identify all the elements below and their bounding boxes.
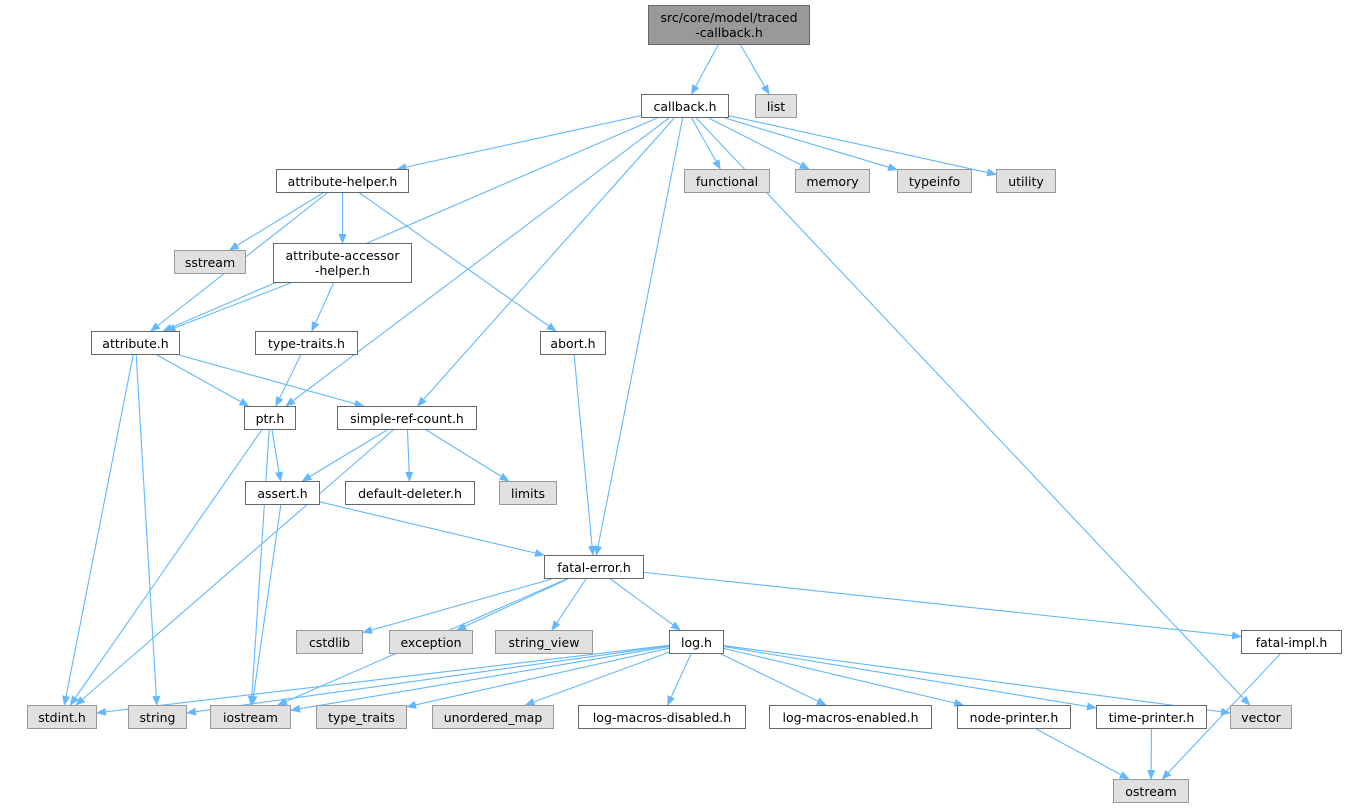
edge-node_printer-to-ostream xyxy=(1035,728,1130,780)
node-attribute[interactable]: attribute.h xyxy=(91,331,180,355)
edge-log-to-vector xyxy=(723,645,1231,716)
edge-attribute_helper-to-abort xyxy=(359,192,557,332)
edge-ptr-to-iostream xyxy=(247,429,270,706)
edge-fatal_error-to-fatal_impl xyxy=(643,571,1242,640)
edge-callback-to-vector xyxy=(695,117,1251,706)
node-log[interactable]: log.h xyxy=(669,630,724,654)
edge-callback-to-attribute_helper xyxy=(396,115,642,171)
node-ostream: ostream xyxy=(1113,779,1189,803)
node-vector: vector xyxy=(1230,705,1292,729)
edge-attribute_helper-to-sstream xyxy=(228,192,324,251)
edge-type_traits_h-to-ptr xyxy=(275,354,302,407)
edge-traced_callback-to-callback xyxy=(691,44,719,95)
node-iostream: iostream xyxy=(210,705,291,729)
node-sstream: sstream xyxy=(174,250,246,274)
node-type-traits-h[interactable]: type-traits.h xyxy=(255,331,358,355)
edge-fatal_error-to-string_view xyxy=(551,578,587,631)
edge-fatal_impl-to-ostream xyxy=(1161,653,1281,780)
node-default-deleter[interactable]: default-deleter.h xyxy=(345,481,475,505)
edge-attribute-to-stdint xyxy=(62,354,134,706)
edge-log-to-log_macros_enabled xyxy=(720,653,827,706)
edge-assert-to-fatal_error xyxy=(319,501,545,557)
edge-attribute-to-simple_ref_count xyxy=(178,354,365,408)
node-list: list xyxy=(755,94,797,118)
edge-assert-to-iostream xyxy=(249,504,282,706)
edge-log-to-string xyxy=(186,645,670,716)
edge-ptr-to-stdint xyxy=(69,429,263,706)
node-fatal-error[interactable]: fatal-error.h xyxy=(544,555,644,579)
edge-callback-to-fatal_error xyxy=(594,117,684,556)
edge-log-to-log_macros_disabled xyxy=(667,653,692,706)
node-limits: limits xyxy=(499,481,557,505)
edge-callback-to-utility xyxy=(728,115,997,177)
edge-attribute-to-ptr xyxy=(156,354,250,407)
edge-callback-to-typeinfo xyxy=(724,117,898,171)
edge-fatal_error-to-exception xyxy=(456,578,569,631)
node-utility: utility xyxy=(996,169,1056,193)
edge-log-to-iostream xyxy=(290,646,670,713)
edge-callback-to-simple_ref_count xyxy=(417,117,675,407)
node-simple-ref-count[interactable]: simple-ref-count.h xyxy=(337,406,477,430)
edge-callback-to-attribute xyxy=(162,117,658,332)
node-string-view: string_view xyxy=(495,630,593,654)
node-callback[interactable]: callback.h xyxy=(641,94,729,118)
node-log-macros-enabled[interactable]: log-macros-enabled.h xyxy=(769,705,932,729)
node-log-macros-disabled[interactable]: log-macros-disabled.h xyxy=(578,705,746,729)
edge-attribute_accessor_helper-to-type_traits_h xyxy=(311,282,335,332)
node-traced-callback: src/core/model/traced -callback.h xyxy=(648,5,810,45)
node-abort[interactable]: abort.h xyxy=(540,331,606,355)
edge-simple_ref_count-to-default_deleter xyxy=(405,429,414,482)
edge-callback-to-ptr xyxy=(285,117,670,407)
edge-fatal_error-to-cstdlib xyxy=(362,578,552,634)
edge-log-to-unordered_map xyxy=(524,651,670,706)
node-type-traits: type_traits xyxy=(316,705,407,729)
node-unordered-map: unordered_map xyxy=(432,705,554,729)
edge-traced_callback-to-list xyxy=(740,44,770,95)
node-attribute-helper[interactable]: attribute-helper.h xyxy=(276,169,409,193)
edge-log-to-stdint xyxy=(96,644,670,716)
node-node-printer[interactable]: node-printer.h xyxy=(957,705,1071,729)
node-exception: exception xyxy=(389,630,473,654)
node-cstdlib: cstdlib xyxy=(296,630,363,654)
node-memory: memory xyxy=(795,169,870,193)
edge-callback-to-memory xyxy=(708,117,810,170)
edge-simple_ref_count-to-limits xyxy=(426,429,510,482)
node-string: string xyxy=(128,705,187,729)
edge-log-to-time_printer xyxy=(723,645,1097,711)
edge-callback-to-functional xyxy=(691,117,721,170)
edge-attribute-to-string xyxy=(135,354,161,706)
edge-attribute_accessor_helper-to-attribute xyxy=(165,282,291,332)
node-typeinfo: typeinfo xyxy=(897,169,972,193)
edge-fatal_error-to-log xyxy=(610,578,681,631)
node-fatal-impl[interactable]: fatal-impl.h xyxy=(1241,630,1342,654)
edge-simple_ref_count-to-stdint xyxy=(75,429,394,706)
edge-simple_ref_count-to-assert xyxy=(301,429,388,482)
edge-abort-to-fatal_error xyxy=(573,354,597,556)
node-time-printer[interactable]: time-printer.h xyxy=(1096,705,1207,729)
edge-log-to-node_printer xyxy=(723,647,965,707)
edge-log-to-type_traits xyxy=(406,647,670,709)
node-assert[interactable]: assert.h xyxy=(245,481,320,505)
node-functional: functional xyxy=(684,169,770,193)
edge-ptr-to-assert xyxy=(271,429,283,482)
node-ptr[interactable]: ptr.h xyxy=(244,406,296,430)
node-stdint: stdint.h xyxy=(27,705,97,729)
node-attribute-accessor-helper[interactable]: attribute-accessor -helper.h xyxy=(273,243,412,283)
